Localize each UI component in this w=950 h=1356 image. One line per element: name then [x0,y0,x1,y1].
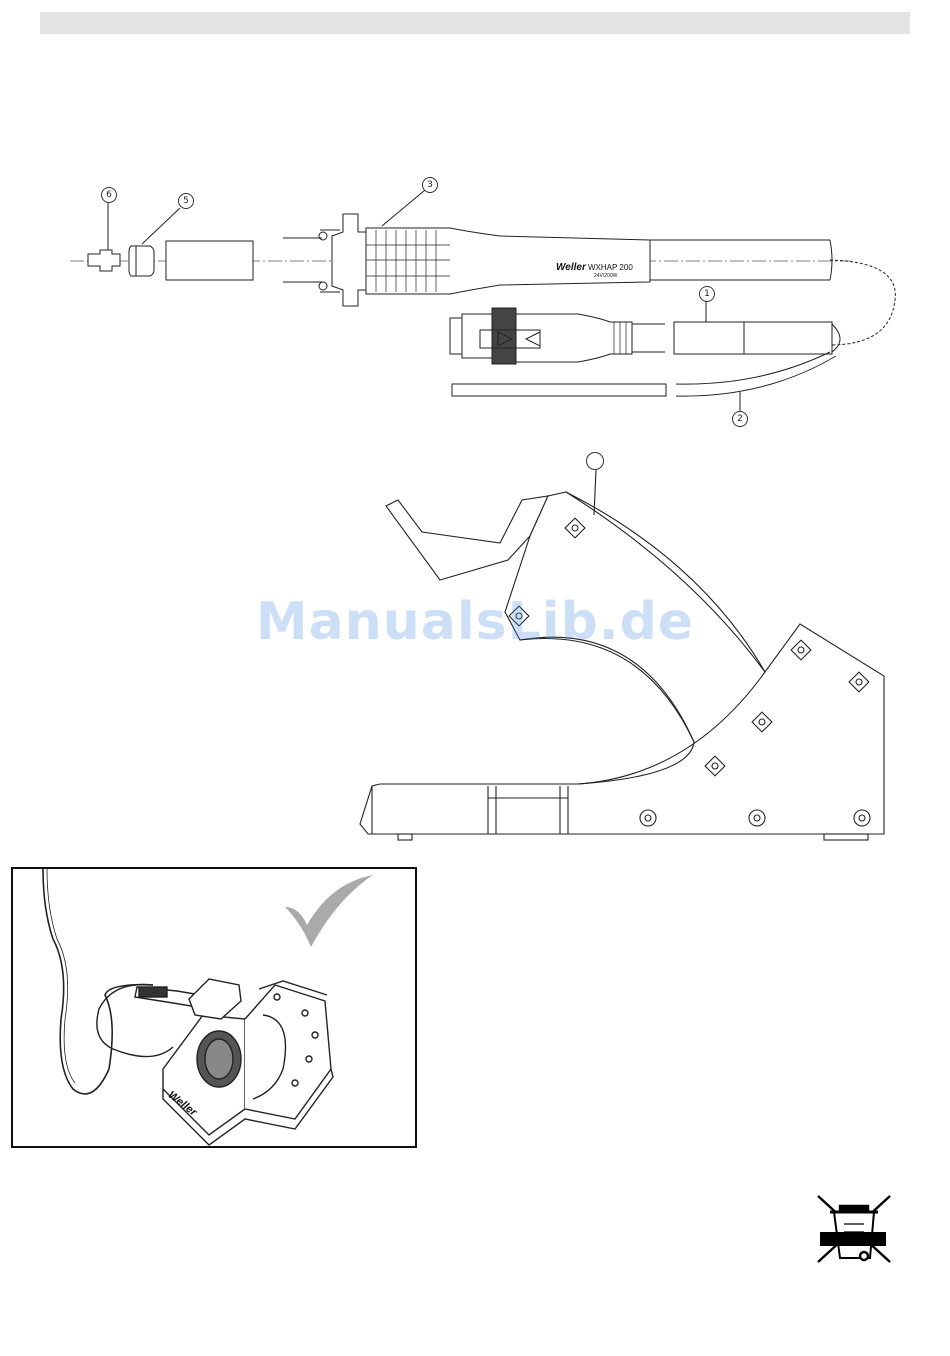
holder-callout [586,452,604,470]
crossed-out-wheelie-bin-icon [814,1192,894,1268]
checkmark-icon [281,873,377,951]
holder-side-view-drawing [0,0,950,860]
weee-bar [820,1232,886,1246]
station-illustration-box: Weller [11,867,417,1148]
